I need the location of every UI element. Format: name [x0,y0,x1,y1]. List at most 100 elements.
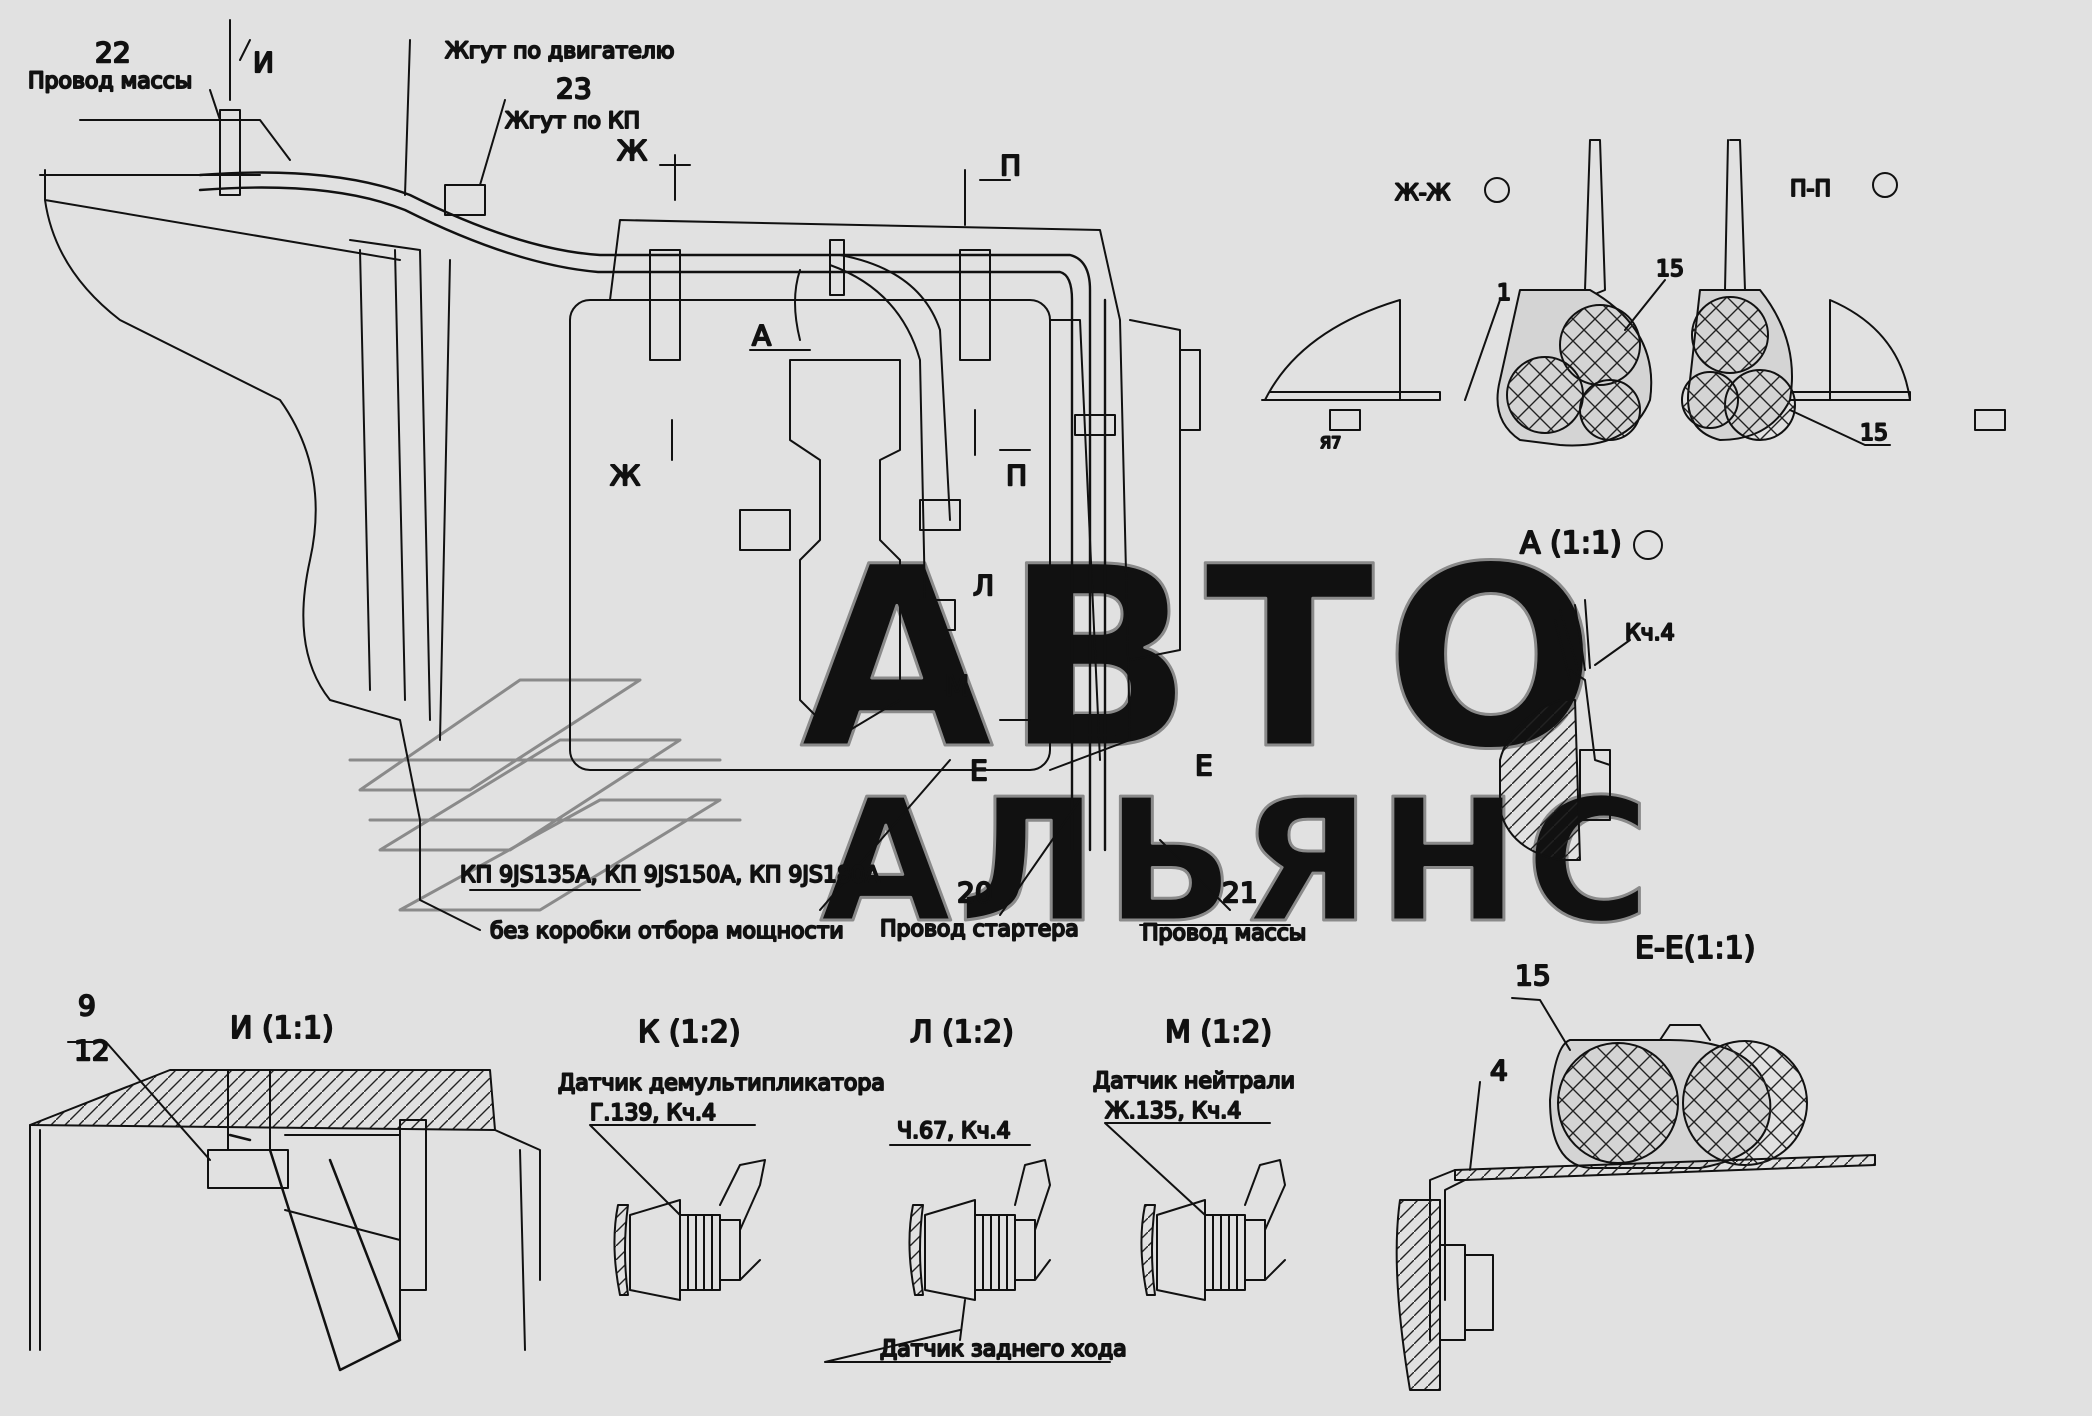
p-small-circle [1872,172,1898,198]
p-part-15: 15 [1860,421,1888,446]
view-i-casting [29,1069,496,1131]
view-e-part-15: 15 [1515,959,1551,992]
view-k: К (1:2) Датчик демультипликатора Г.139, … [557,1014,886,1301]
flywheel-housing [349,239,451,741]
view-e: Е-Е(1:1) 15 4 [1395,930,1876,1391]
section-p-p: П-П 15 [1681,139,2006,447]
view-e-strap-tab [1659,1024,1711,1041]
view-e-bolt-head [1439,1244,1466,1341]
view-a: А (1:1) Кч.4 [1499,525,1676,861]
view-e-bolt-nut [1464,1254,1494,1331]
view-i-leader [67,1041,211,1161]
p-leaders [1789,409,1891,446]
view-m-title: М (1:2) [1165,1015,1272,1050]
zh-bolt-label: Я7 [1320,433,1341,452]
view-e-part-4: 4 [1490,1054,1508,1087]
view-l-code: Ч.67, Кч.4 [897,1119,1011,1144]
view-m-marker: М [945,669,969,702]
view-m-wall [1140,1204,1156,1296]
section-p-top: П [1000,149,1021,182]
view-l-leader [889,1144,1031,1341]
view-l-wall [908,1204,924,1296]
gearbox-body [569,299,1051,771]
ground-wire-bottom-label: Провод массы [1142,921,1306,946]
reverse-sensor-body [919,499,961,631]
engine-harness-label: Жгут по двигателю [445,39,674,64]
zh-part-15: 15 [1656,257,1684,282]
view-a-leader [1594,639,1631,666]
section-p-title: П-П [1790,177,1831,202]
view-a-wires [1554,599,1591,681]
view-e-casting [1395,1199,1441,1391]
zh-wire-small [1579,379,1641,441]
callout-21: 21 [1222,876,1258,909]
view-i-marker: И [253,46,274,79]
section-zh-zh: Ж-Ж 1 15 Я7 [1261,139,1685,453]
reverse-sensor-callout: Датчик заднего хода [824,1329,1128,1363]
view-l-sensor [924,1159,1051,1301]
view-i-title: И (1:1) [230,1011,334,1046]
view-m-leader [1104,1122,1271,1216]
leader-lines [209,39,1291,926]
view-i-part-9: 9 [78,989,96,1022]
harness-clamps [219,109,1116,736]
view-k-title: К (1:2) [638,1015,741,1050]
callout-22: 22 [95,36,131,69]
view-a-title: А (1:1) [1520,526,1622,561]
view-e-wire-left [1557,1042,1679,1164]
main-view [39,19,1291,931]
view-k-code: Г.139, Кч.4 [590,1101,716,1126]
section-marker-lines [229,19,1031,721]
view-i-ribs [284,1134,401,1341]
view-e-leaders [1469,997,1571,1171]
section-e-left: Е [970,754,988,787]
engine-harness-bundle [198,171,1107,852]
view-i-nut [207,1149,289,1189]
view-l-marker: Л [973,569,994,602]
no-pto-label: без коробки отбора мощности [490,919,844,944]
callout-23: 23 [556,72,592,105]
sensor-cables [794,254,951,601]
zh-leaders [1464,279,1666,401]
view-a-marker: А [752,319,771,352]
view-i-clamp [399,1119,427,1291]
view-l-title: Л (1:2) [910,1015,1014,1050]
section-zh-bottom: Ж [610,459,640,492]
section-e-right: Е [1195,749,1213,782]
watermark-line1: АВТО [800,513,1607,804]
view-a-casting [1499,699,1581,861]
reverse-sensor-leader [824,1329,1111,1363]
zh-bracket-side [1264,299,1401,401]
view-a-note: Кч.4 [1625,621,1675,646]
view-m-sensor-label: Датчик нейтрали [1093,1069,1295,1094]
shift-tower [739,359,901,731]
view-i-bolt-shaft [227,1069,271,1151]
p-wire-small [1681,371,1739,429]
zh-wire-medium [1506,356,1584,434]
view-i-wire [228,1133,402,1372]
section-p-bottom: П [1006,459,1027,492]
view-e-wire-right [1682,1040,1808,1166]
gearbox-ribs [1049,319,1201,761]
main-view-labels: 22 Провод массы И Жгут по двигателю 23 Ж… [27,35,1307,947]
p-bracket-side [1829,299,1911,401]
starter-wire-label: Провод стартера [880,917,1079,942]
view-l: Л (1:2) Ч.67, Кч.4 [889,1014,1051,1341]
p-bolt [1974,409,2006,431]
engine-housing-outline [39,119,481,931]
watermark: АВТО АЛЬЯНС [348,512,1652,963]
view-k-sensor [629,1159,766,1301]
zh-part-1: 1 [1497,281,1511,306]
zh-small-circle [1484,177,1510,203]
zh-bolt [1329,409,1361,431]
view-a-circle [1633,530,1663,560]
view-e-title: Е-Е(1:1) [1635,931,1755,966]
view-k-threads [687,1214,713,1291]
view-l-threads [982,1214,1008,1291]
gearbox-top [609,219,1131,771]
view-i-part-12: 12 [74,1034,110,1067]
view-k-sensor-label: Датчик демультипликатора [558,1071,885,1096]
view-i-housing [29,1124,541,1351]
